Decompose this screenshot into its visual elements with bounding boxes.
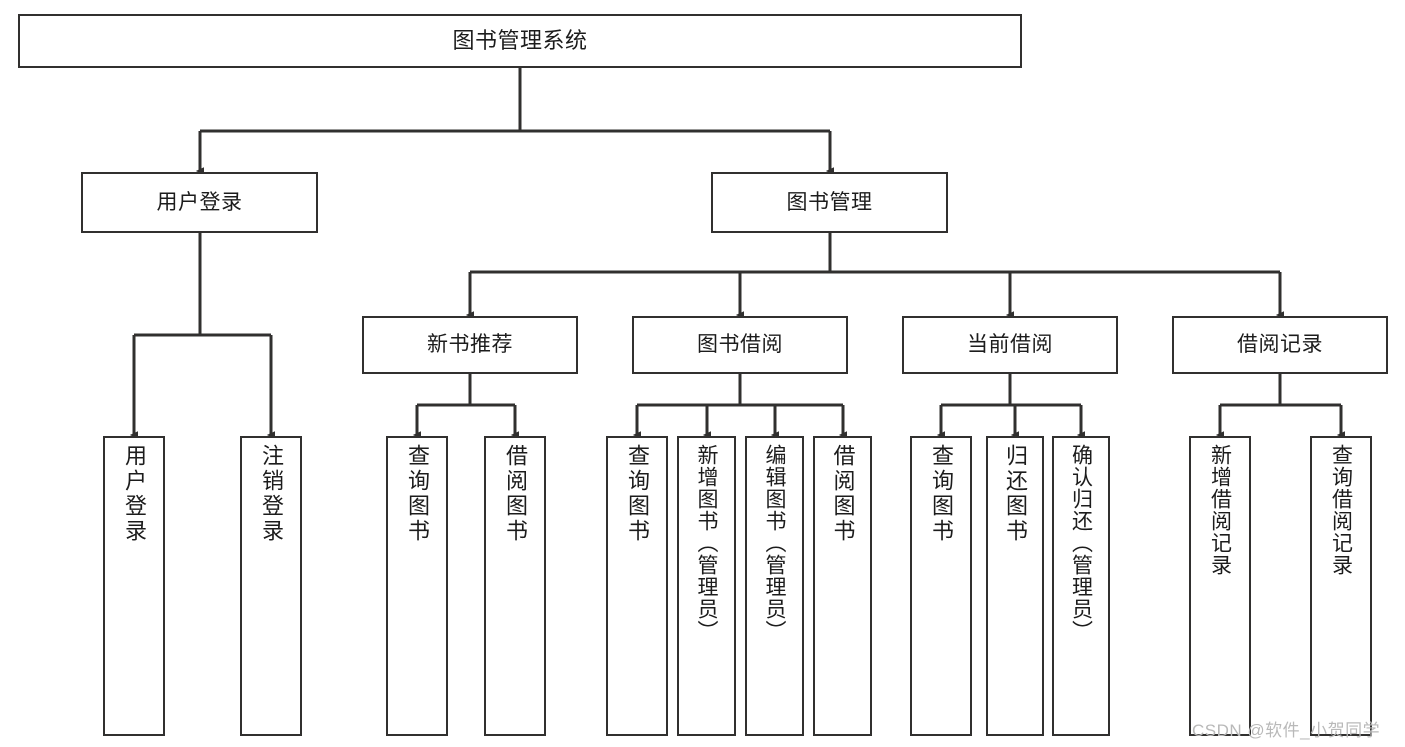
node-leaf-logout[interactable]: 注销登录 [240,436,302,736]
node-leaf-confirm-return[interactable]: 确认归还（管理员） [1052,436,1110,736]
node-book-manage[interactable]: 图书管理 [711,172,948,233]
node-leaf-query-book-2[interactable]: 查询图书 [606,436,668,736]
node-label-leaf-user-login: 用户登录 [122,444,147,544]
node-label-book-manage: 图书管理 [786,190,873,214]
node-new-book-rec[interactable]: 新书推荐 [362,316,578,374]
node-leaf-add-record[interactable]: 新增借阅记录 [1189,436,1251,736]
node-label-leaf-borrow-book-1: 借阅图书 [503,444,528,544]
node-user-login[interactable]: 用户登录 [81,172,318,233]
node-label-book-borrow: 图书借阅 [697,333,783,357]
node-label-leaf-confirm-return: 确认归还（管理员） [1069,444,1093,642]
node-leaf-borrow-book-2[interactable]: 借阅图书 [813,436,872,736]
node-label-leaf-logout: 注销登录 [259,444,284,544]
node-label-leaf-return-book: 归还图书 [1003,444,1028,544]
node-label-new-book-rec: 新书推荐 [427,333,513,357]
node-leaf-query-book-3[interactable]: 查询图书 [910,436,972,736]
node-label-leaf-borrow-book-2: 借阅图书 [830,444,856,544]
node-leaf-query-book-1[interactable]: 查询图书 [386,436,448,736]
node-current-borrow[interactable]: 当前借阅 [902,316,1118,374]
connector-lines [129,68,1346,439]
node-leaf-edit-book[interactable]: 编辑图书（管理员） [745,436,804,736]
node-label-user-login: 用户登录 [156,190,243,214]
node-label-current-borrow: 当前借阅 [967,333,1053,357]
node-label-leaf-add-book: 新增图书（管理员） [695,444,718,642]
node-leaf-return-book[interactable]: 归还图书 [986,436,1044,736]
node-label-leaf-add-record: 新增借阅记录 [1208,444,1232,576]
node-label-leaf-query-book-1: 查询图书 [405,444,430,544]
node-book-borrow[interactable]: 图书借阅 [632,316,848,374]
node-label-root: 图书管理系统 [452,27,588,53]
node-label-leaf-query-book-2: 查询图书 [625,444,650,544]
node-label-leaf-query-record: 查询借阅记录 [1329,444,1353,576]
node-label-leaf-edit-book: 编辑图书（管理员） [763,444,786,642]
node-label-borrow-record: 借阅记录 [1237,333,1323,357]
node-borrow-record[interactable]: 借阅记录 [1172,316,1388,374]
node-leaf-add-book[interactable]: 新增图书（管理员） [677,436,736,736]
node-label-leaf-query-book-3: 查询图书 [929,444,954,544]
node-leaf-query-record[interactable]: 查询借阅记录 [1310,436,1372,736]
node-root[interactable]: 图书管理系统 [18,14,1022,68]
node-leaf-borrow-book-1[interactable]: 借阅图书 [484,436,546,736]
node-leaf-user-login[interactable]: 用户登录 [103,436,165,736]
